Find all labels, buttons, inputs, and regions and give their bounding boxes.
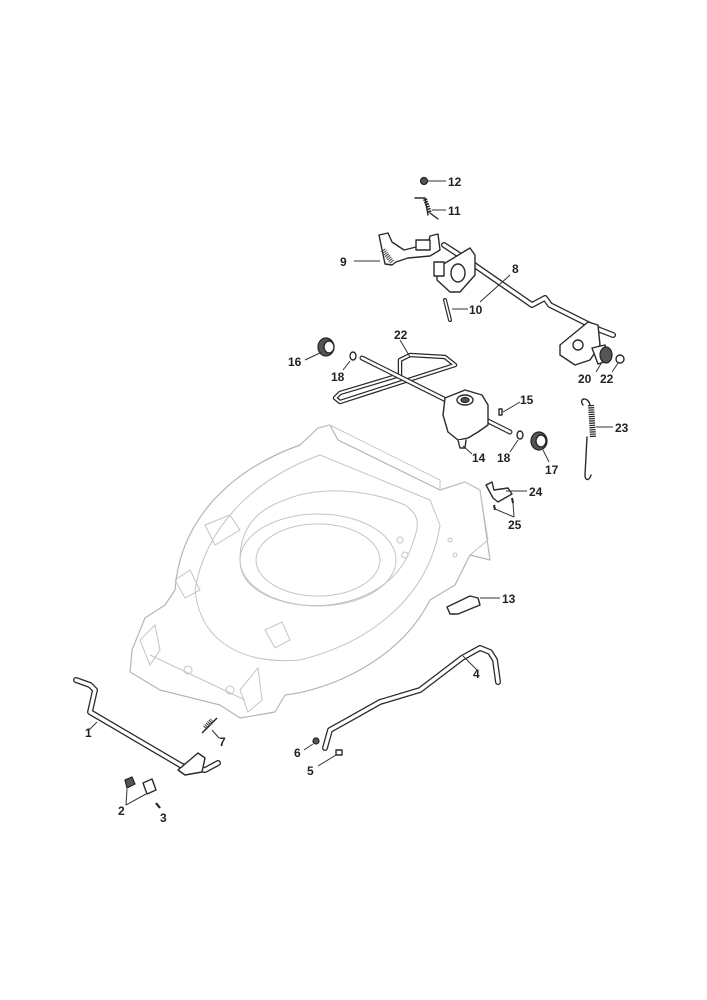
height-rod-4	[322, 645, 501, 751]
callout-15: 15	[520, 393, 534, 407]
callout-10: 10	[469, 303, 483, 317]
callout-18b: 18	[497, 451, 511, 465]
nut-12-icon	[419, 176, 429, 186]
cable-bracket-24	[485, 481, 513, 503]
rear-axle-8	[433, 242, 616, 366]
key-15-icon	[498, 408, 503, 416]
callout-16: 16	[288, 355, 302, 369]
height-lever-9	[378, 232, 441, 266]
callout-4: 4	[473, 667, 480, 681]
gearbox-14	[442, 389, 489, 449]
callout-14: 14	[472, 451, 486, 465]
callout-7: 7	[219, 735, 226, 749]
clip-set-2	[124, 776, 157, 795]
washer-18b-icon	[516, 430, 524, 440]
callout-12: 12	[448, 175, 462, 189]
callout-1: 1	[85, 726, 92, 740]
callout-19: 20	[578, 372, 592, 386]
callout-3: 3	[160, 811, 167, 825]
front-axle-1	[73, 677, 221, 776]
callout-2: 2	[118, 804, 125, 818]
callout-13: 13	[502, 592, 516, 606]
callout-22: 22	[394, 328, 408, 342]
callout-24: 24	[529, 485, 543, 499]
bracket-13	[446, 595, 481, 615]
callout-20: 22	[600, 372, 614, 386]
callout-23: 23	[615, 421, 629, 435]
spring-pin-7	[201, 717, 218, 734]
pinion-16	[317, 337, 335, 357]
circlip-20-icon	[615, 354, 625, 364]
pinion-17	[530, 431, 548, 451]
callout-5: 5	[307, 764, 314, 778]
callout-18a: 18	[331, 370, 345, 384]
tension-spring-23	[581, 398, 596, 481]
pin-10	[443, 298, 452, 322]
callout-17: 17	[545, 463, 559, 477]
nut-6-icon	[312, 737, 320, 745]
callout-6: 6	[294, 746, 301, 760]
washer-18a-icon	[349, 351, 357, 361]
bolt-5-icon	[335, 749, 343, 756]
torsion-spring-11	[414, 197, 439, 220]
callout-25: 25	[508, 518, 522, 532]
callout-11: 11	[448, 204, 461, 218]
callout-9: 9	[340, 255, 347, 269]
mower-deck	[129, 424, 491, 719]
callout-8: 8	[512, 262, 519, 276]
